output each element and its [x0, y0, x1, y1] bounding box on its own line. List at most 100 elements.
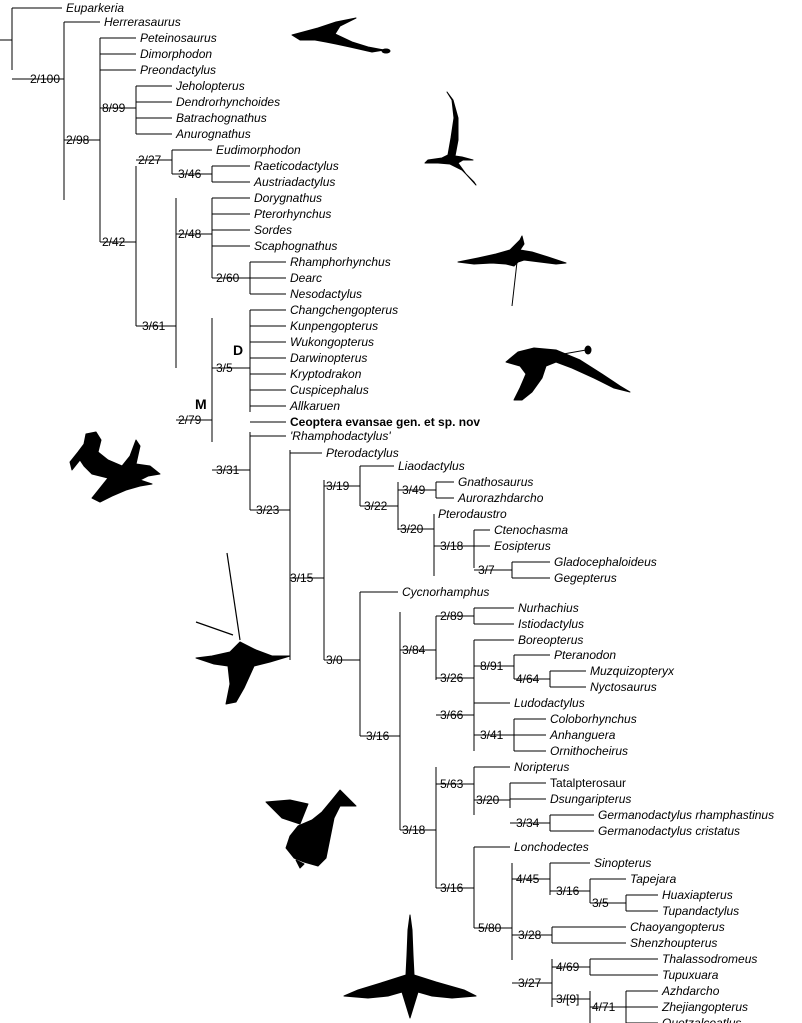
support-value: 3/15	[290, 571, 314, 585]
support-value: 3/84	[402, 643, 426, 657]
taxon-label: Dendrorhynchoides	[176, 95, 280, 109]
support-value: 3/5	[216, 361, 233, 375]
support-value: 3/66	[440, 708, 464, 722]
taxon-label: Pteranodon	[554, 648, 616, 662]
taxon-label: Tupandactylus	[662, 904, 739, 918]
taxon-label: Rhamphorhynchus	[290, 255, 391, 269]
support-value: 3/7	[478, 563, 495, 577]
taxon-label: Darwinopterus	[290, 351, 367, 365]
support-value: 3/20	[476, 793, 500, 807]
taxon-label: Tupuxuara	[662, 968, 719, 982]
taxon-label: Boreopterus	[518, 633, 583, 647]
support-value: 2/27	[138, 153, 162, 167]
silhouette-wukongopterid-icon	[69, 431, 161, 503]
silhouette-pteranodontoid-icon	[195, 552, 291, 705]
taxon-label: Huaxiapterus	[662, 888, 733, 902]
taxon-label: Nyctosaurus	[590, 680, 657, 694]
taxon-label: Dearc	[290, 271, 322, 285]
tree-branches	[0, 7, 658, 1023]
taxon-label: Gnathosaurus	[458, 475, 533, 489]
taxon-label: Azhdarcho	[661, 984, 720, 998]
taxon-label: Dimorphodon	[140, 47, 212, 61]
taxon-label: Sinopterus	[594, 856, 651, 870]
taxon-label: Wukongopterus	[290, 335, 374, 349]
taxon-label: Batrachognathus	[176, 111, 267, 125]
taxon-label: Germanodactylus cristatus	[598, 824, 740, 838]
support-value: 2/98	[66, 133, 90, 147]
taxon-label: Herrerasaurus	[104, 15, 181, 29]
taxon-label: Dsungaripterus	[550, 792, 631, 806]
support-value: 3/27	[518, 976, 542, 990]
support-value: 3/[9]	[556, 992, 579, 1006]
support-value: 3/46	[178, 167, 202, 181]
taxon-label: Euparkeria	[66, 1, 124, 15]
support-value: 3/22	[364, 499, 388, 513]
taxon-label: Aurorazhdarcho	[457, 491, 544, 505]
taxon-label: Austriadactylus	[253, 175, 335, 189]
taxon-label: Jeholopterus	[175, 79, 245, 93]
tree-labels: EuparkeriaHerrerasaurusPeteinosaurusDimo…	[30, 1, 774, 1023]
support-value: 2/79	[178, 413, 202, 427]
support-value: 2/89	[440, 609, 464, 623]
taxon-label: Changchengopterus	[290, 303, 398, 317]
silhouette-azhdarchid-icon	[343, 914, 477, 1019]
taxon-label: Tatalpterosaur	[550, 776, 626, 790]
support-value: 3/16	[440, 881, 464, 895]
taxon-label: Kryptodrakon	[290, 367, 362, 381]
support-value: 3/16	[556, 884, 580, 898]
support-value: 3/34	[516, 816, 540, 830]
taxon-label: Anhanguera	[549, 728, 616, 742]
taxon-label: Tapejara	[630, 872, 677, 886]
taxon-label: Cuspicephalus	[290, 383, 369, 397]
taxon-label: Quetzalcoatlus	[662, 1016, 741, 1023]
taxon-label: Pterodaustro	[438, 507, 507, 521]
support-value: 4/71	[592, 1000, 616, 1014]
taxon-label: Peteinosaurus	[140, 31, 217, 45]
support-value: 8/91	[480, 659, 504, 673]
taxon-label: Cycnorhamphus	[402, 585, 489, 599]
support-value: 5/80	[478, 921, 502, 935]
support-value: 3/5	[592, 896, 609, 910]
silhouette-darwinopterus-icon	[505, 345, 631, 401]
support-value: 3/28	[518, 928, 542, 942]
taxon-label: Ceoptera evansae gen. et sp. nov	[290, 415, 480, 429]
taxon-label: Pterodactylus	[326, 446, 399, 460]
support-value: 3/49	[402, 483, 426, 497]
support-value: 3/18	[440, 539, 464, 553]
support-value: 3/19	[326, 479, 350, 493]
taxon-label: Zhejiangopterus	[661, 1000, 748, 1014]
taxon-label: Liaodactylus	[398, 459, 465, 473]
taxon-label: Shenzhoupterus	[630, 936, 717, 950]
silhouette-rhamphorhynchid-icon	[457, 235, 567, 307]
support-value: 2/100	[30, 72, 60, 86]
taxon-label: Nesodactylus	[290, 287, 362, 301]
support-value: 2/48	[178, 227, 202, 241]
taxon-label: Sordes	[254, 223, 292, 237]
support-value: 2/42	[102, 235, 126, 249]
taxon-label: Preondactylus	[140, 63, 216, 77]
taxon-label: Germanodactylus rhamphastinus	[598, 808, 774, 822]
support-value: 3/18	[402, 823, 426, 837]
support-value: 3/0	[326, 653, 343, 667]
support-value: 4/69	[556, 960, 580, 974]
support-value: 3/16	[366, 729, 390, 743]
taxon-label: Gegepterus	[554, 571, 617, 585]
taxon-label: Pterorhynchus	[254, 207, 331, 221]
silhouette-dimorphodon-icon	[291, 17, 391, 54]
taxon-label: Chaoyangopterus	[630, 920, 725, 934]
taxon-label: Gladocephaloideus	[554, 555, 657, 569]
taxon-label: Lonchodectes	[514, 840, 589, 854]
taxon-label: 'Rhamphodactylus'	[290, 429, 391, 443]
support-value: 8/99	[102, 101, 126, 115]
taxon-label: Thalassodromeus	[662, 952, 757, 966]
taxon-label: Raeticodactylus	[254, 159, 339, 173]
support-value: 3/20	[400, 522, 424, 536]
taxon-label: Allkaruen	[289, 399, 340, 413]
taxon-label: Ornithocheirus	[550, 744, 628, 758]
taxon-label: Scaphognathus	[254, 239, 337, 253]
support-value: 5/63	[440, 777, 464, 791]
support-value: 3/41	[480, 728, 504, 742]
clade-mark-d: D	[233, 342, 243, 358]
silhouette-dsungaripterid-icon	[265, 789, 357, 869]
